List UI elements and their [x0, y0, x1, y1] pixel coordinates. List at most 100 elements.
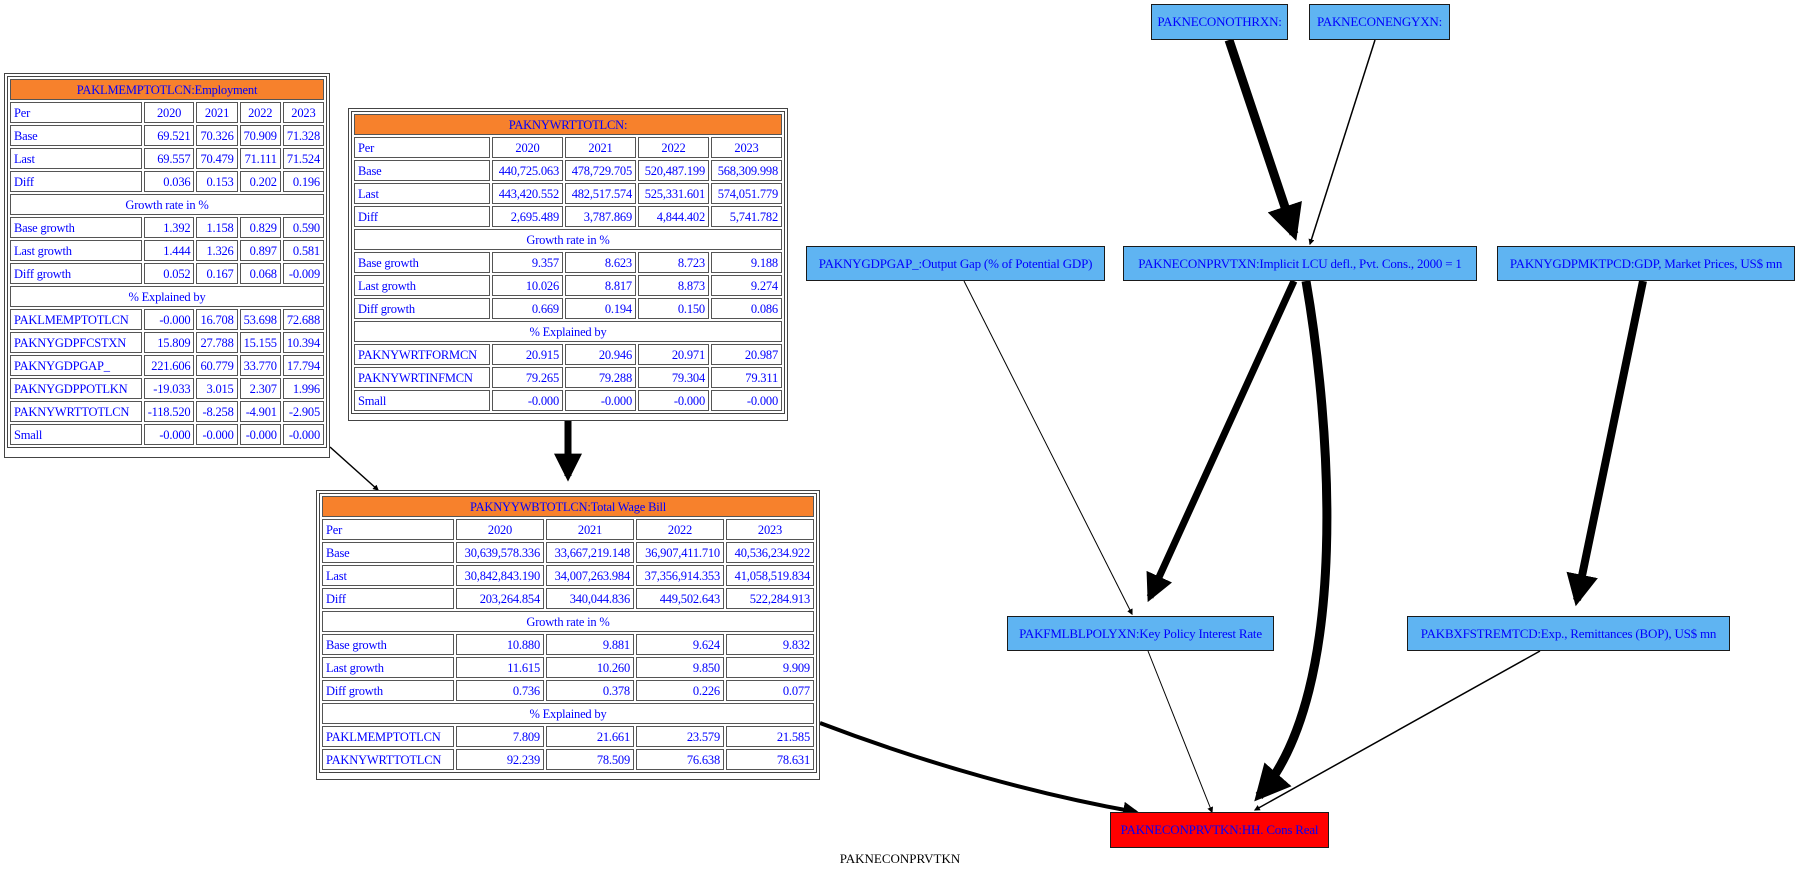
cell: -0.000	[638, 390, 709, 411]
cell: 2.307	[239, 378, 281, 399]
cell: 449,502.643	[636, 588, 724, 609]
table-wagebill-grid: PAKNYYWBTOTLCN:Total Wage Bill Per 2020 …	[319, 493, 817, 773]
node-bxfstrem[interactable]: PAKBXFSTREMTCD:Exp., Remittances (BOP), …	[1407, 616, 1730, 651]
cell: 5,741.782	[711, 206, 782, 227]
row-label: Last growth	[10, 240, 142, 261]
header-cell: 2023	[726, 519, 814, 540]
cell: 574,051.779	[711, 183, 782, 204]
cell: 3,787.869	[565, 206, 636, 227]
cell: 23.579	[636, 726, 724, 747]
header-cell: 2021	[196, 102, 238, 123]
cell: 9.624	[636, 634, 724, 655]
row-label: Last	[322, 565, 454, 586]
cell: 79.288	[565, 367, 636, 388]
cell: 0.068	[239, 263, 281, 284]
cell: 79.265	[492, 367, 563, 388]
cell: 9.832	[726, 634, 814, 655]
cell: 10.880	[456, 634, 544, 655]
cell: 76.638	[636, 749, 724, 770]
cell: 30,842,843.190	[456, 565, 544, 586]
section-explained: % Explained by	[354, 321, 782, 342]
row-label: Base	[354, 160, 490, 181]
node-othrxn-label: PAKNECONOTHRXN:	[1157, 14, 1282, 29]
cell: -0.000	[239, 424, 281, 445]
cell: 11.615	[456, 657, 544, 678]
row-label: Base growth	[10, 217, 142, 238]
node-othrxn[interactable]: PAKNECONOTHRXN:	[1151, 4, 1288, 40]
cell: 221.606	[143, 355, 195, 376]
node-prvtxn[interactable]: PAKNECONPRVTXN:Implicit LCU defl., Pvt. …	[1123, 246, 1477, 281]
cell: 20.971	[638, 344, 709, 365]
cell: 0.226	[636, 680, 724, 701]
cell: 203,264.854	[456, 588, 544, 609]
row-label: PAKLMEMPTOTLCN	[10, 309, 142, 330]
cell: -0.000	[143, 424, 195, 445]
cell: 8.623	[565, 252, 636, 273]
cell: 37,356,914.353	[636, 565, 724, 586]
row-label: Base	[10, 125, 142, 146]
graph-caption: PAKNECONPRVTKN	[839, 851, 961, 866]
edge-employment-to-wagebill	[329, 446, 379, 491]
section-explained: % Explained by	[10, 286, 324, 307]
node-engyxn[interactable]: PAKNECONENGYXN:	[1309, 4, 1450, 40]
row-label: PAKNYGDPFCSTXN	[10, 332, 142, 353]
row-label: Diff growth	[354, 298, 490, 319]
cell: 1.444	[143, 240, 195, 261]
row-label: PAKLMEMPTOTLCN	[322, 726, 454, 747]
row-label: Diff	[354, 206, 490, 227]
row-label: Small	[354, 390, 490, 411]
node-fmlblpoly-label: PAKFMLBLPOLYXN:Key Policy Interest Rate	[1019, 625, 1262, 641]
row-label: Last growth	[322, 657, 454, 678]
cell: 15.155	[239, 332, 281, 353]
cell: -8.258	[196, 401, 238, 422]
edge-prvtxn-to-prvtkn	[1254, 280, 1332, 802]
node-gdpmktpcd[interactable]: PAKNYGDPMKTPCD:GDP, Market Prices, US$ m…	[1497, 246, 1795, 281]
table-header-row: Per 2020 2021 2022 2023	[354, 137, 782, 158]
cell: 0.167	[196, 263, 238, 284]
header-cell: 2022	[638, 137, 709, 158]
row-label: PAKNYGDPPOTLKN	[10, 378, 142, 399]
cell: 0.194	[565, 298, 636, 319]
cell: 0.736	[456, 680, 544, 701]
cell: 20.987	[711, 344, 782, 365]
node-prvtkn-label: PAKNECONPRVTKN:HH. Cons Real	[1120, 822, 1319, 837]
cell: 10.394	[282, 332, 324, 353]
row-label: PAKNYWRTINFMCN	[354, 367, 490, 388]
cell: 79.311	[711, 367, 782, 388]
cell: -4.901	[239, 401, 281, 422]
table-header-row: Per 2020 2021 2022 2023	[322, 519, 814, 540]
header-cell: 2020	[492, 137, 563, 158]
node-gdpgap[interactable]: PAKNYGDPGAP_:Output Gap (% of Potential …	[806, 246, 1105, 281]
cell: -0.000	[565, 390, 636, 411]
header-cell: 2023	[282, 102, 324, 123]
table-row: Small-0.000-0.000-0.000-0.000	[354, 390, 782, 411]
table-wagebill[interactable]: PAKNYYWBTOTLCN:Total Wage Bill Per 2020 …	[316, 490, 820, 780]
node-fmlblpoly[interactable]: PAKFMLBLPOLYXN:Key Policy Interest Rate	[1007, 616, 1274, 651]
table-row: Small-0.000-0.000-0.000-0.000	[10, 424, 324, 445]
cell: 0.378	[546, 680, 634, 701]
table-row: PAKNYWRTTOTLCN-118.520-8.258-4.901-2.905	[10, 401, 324, 422]
cell: 79.304	[638, 367, 709, 388]
node-prvtkn[interactable]: PAKNECONPRVTKN:HH. Cons Real	[1110, 812, 1329, 848]
cell: 16.708	[196, 309, 238, 330]
row-label: PAKNYWRTFORMCN	[354, 344, 490, 365]
row-label: Base growth	[354, 252, 490, 273]
cell: 78.509	[546, 749, 634, 770]
cell: 568,309.998	[711, 160, 782, 181]
node-prvtxn-label: PAKNECONPRVTXN:Implicit LCU defl., Pvt. …	[1138, 255, 1462, 271]
cell: 478,729.705	[565, 160, 636, 181]
cell: 71.524	[282, 148, 324, 169]
cell: 33.770	[239, 355, 281, 376]
header-cell: Per	[354, 137, 490, 158]
cell: 53.698	[239, 309, 281, 330]
table-employment[interactable]: PAKLMEMPTOTLCN:Employment Per 2020 2021 …	[4, 73, 330, 458]
table-wrttot[interactable]: PAKNYWRTTOTLCN: Per 2020 2021 2022 2023 …	[348, 108, 788, 421]
